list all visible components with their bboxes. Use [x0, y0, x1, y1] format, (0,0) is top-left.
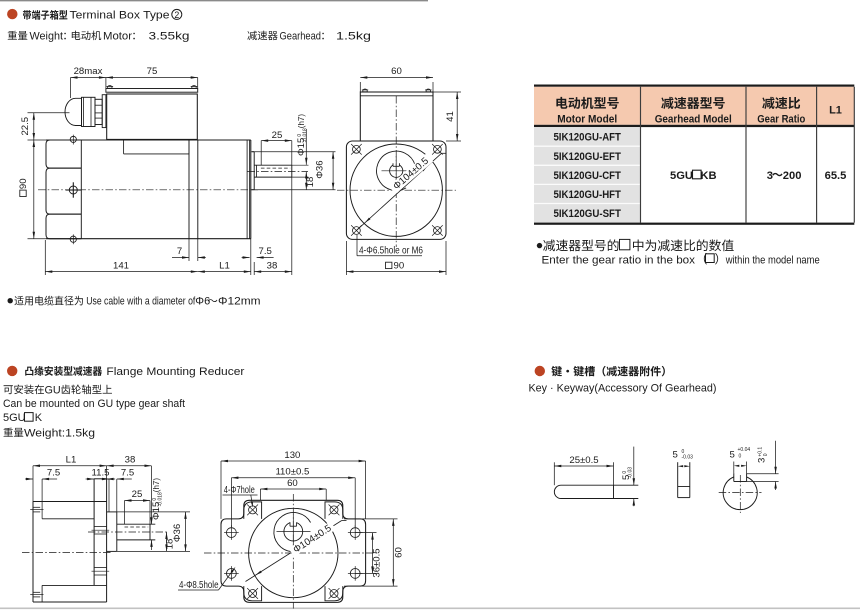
- svg-text:0: 0: [738, 454, 742, 460]
- svg-text:38: 38: [125, 455, 136, 466]
- svg-text:36±0.5: 36±0.5: [372, 548, 383, 577]
- svg-text:4-Φ8.5hole: 4-Φ8.5hole: [179, 580, 219, 591]
- svg-text:+0.04: +0.04: [738, 447, 751, 453]
- svg-text:41: 41: [445, 111, 456, 122]
- svg-text:90: 90: [18, 178, 29, 189]
- svg-text:141: 141: [113, 260, 129, 271]
- svg-text:Key · Keyway(Accessory Of Gear: Key · Keyway(Accessory Of Gearhead): [529, 382, 717, 394]
- svg-text:Gearhead: Gearhead: [280, 30, 322, 42]
- svg-text:5IK120GU-HFT: 5IK120GU-HFT: [553, 189, 621, 201]
- svg-text:25: 25: [272, 130, 283, 141]
- svg-text:60: 60: [393, 547, 404, 558]
- svg-text:Φ12mm: Φ12mm: [218, 296, 261, 308]
- svg-text:1.5kg: 1.5kg: [336, 30, 371, 42]
- svg-text:L1: L1: [829, 105, 842, 117]
- svg-text:25: 25: [132, 489, 143, 500]
- svg-text:4-Φ6.5hole or M6: 4-Φ6.5hole or M6: [359, 246, 423, 257]
- svg-text:Φ36: Φ36: [172, 524, 183, 542]
- svg-text:Gear Ratio: Gear Ratio: [757, 113, 805, 125]
- svg-text:Φ36: Φ36: [315, 160, 326, 178]
- svg-text:Φ6: Φ6: [195, 296, 210, 308]
- svg-text:90: 90: [394, 261, 405, 272]
- svg-text:22.5: 22.5: [20, 117, 31, 136]
- svg-text:GU: GU: [45, 384, 61, 396]
- svg-text:5IK120GU-SFT: 5IK120GU-SFT: [553, 208, 621, 220]
- svg-text:18: 18: [165, 539, 176, 550]
- svg-text:0: 0: [682, 449, 685, 455]
- svg-text:5GU: 5GU: [3, 412, 26, 424]
- svg-text:Motor: Motor: [103, 30, 132, 42]
- svg-text:28max: 28max: [74, 66, 103, 77]
- svg-text:Enter the gear ratio in the bo: Enter the gear ratio in the box: [542, 254, 696, 266]
- svg-text:Can be mounted on GU type gear: Can be mounted on GU type gear shaft: [3, 398, 185, 410]
- svg-text:Motor Model: Motor Model: [557, 113, 617, 125]
- svg-text:7: 7: [177, 246, 182, 257]
- svg-text:4-Φ7hole: 4-Φ7hole: [224, 485, 255, 496]
- svg-text:7.5: 7.5: [121, 468, 134, 479]
- svg-text:60: 60: [287, 478, 298, 489]
- svg-text:7.5: 7.5: [47, 468, 60, 479]
- svg-text:5IK120GU-CFT: 5IK120GU-CFT: [553, 170, 621, 182]
- svg-text:110±0.5: 110±0.5: [275, 467, 309, 478]
- svg-text:L1: L1: [66, 455, 77, 466]
- svg-text:7.5: 7.5: [259, 246, 272, 257]
- svg-text:K: K: [35, 412, 43, 424]
- svg-text:Φ15 0-0.018(h7): Φ15 0-0.018(h7): [296, 114, 309, 156]
- svg-text:18: 18: [305, 177, 316, 188]
- svg-text:60: 60: [391, 66, 402, 77]
- svg-text:5GU: 5GU: [670, 170, 693, 182]
- svg-text:5: 5: [730, 450, 735, 461]
- svg-text:L1: L1: [219, 260, 230, 271]
- svg-text:65.5: 65.5: [825, 170, 847, 182]
- svg-text:Terminal Box Type: Terminal Box Type: [70, 10, 170, 22]
- svg-text:3.55kg: 3.55kg: [149, 30, 190, 42]
- svg-text:Use cable with a diameter of: Use cable with a diameter of: [86, 296, 196, 308]
- svg-text:130: 130: [284, 450, 300, 461]
- svg-text:5IK120GU-EFT: 5IK120GU-EFT: [553, 151, 621, 163]
- svg-text:2: 2: [174, 10, 179, 20]
- svg-text:200: 200: [783, 170, 802, 182]
- svg-text:75: 75: [147, 66, 158, 77]
- svg-text:5IK120GU-AFT: 5IK120GU-AFT: [553, 132, 621, 144]
- svg-text:3: 3: [767, 170, 773, 182]
- svg-text:-0.03: -0.03: [682, 455, 694, 461]
- svg-text:within the model name: within the model name: [725, 254, 820, 266]
- svg-text:5: 5: [673, 450, 678, 461]
- svg-text:38: 38: [267, 260, 278, 271]
- svg-text:Weight: Weight: [30, 30, 64, 42]
- svg-text:Φ15 0-0.018(h7): Φ15 0-0.018(h7): [151, 478, 164, 520]
- svg-text:Weight:1.5kg: Weight:1.5kg: [24, 427, 95, 439]
- svg-text:Gearhead Model: Gearhead Model: [655, 113, 732, 125]
- svg-text:KB: KB: [700, 170, 716, 182]
- svg-text:Flange Mounting Reducer: Flange Mounting Reducer: [106, 366, 244, 378]
- svg-text:25±0.5: 25±0.5: [569, 455, 598, 466]
- svg-text:11.5: 11.5: [92, 468, 110, 479]
